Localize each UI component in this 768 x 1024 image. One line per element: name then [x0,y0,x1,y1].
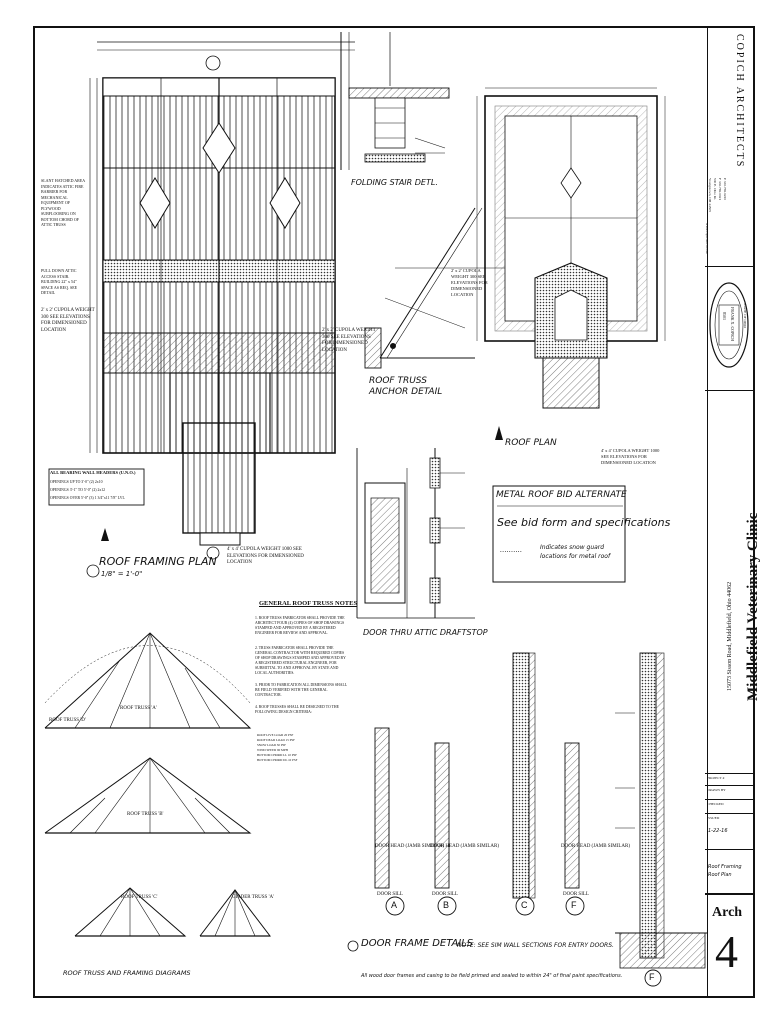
roof-truss-anchor-title: ROOF TRUSS ANCHOR DETAIL [369,376,443,397]
truss-note-2: 2. TRUSS FABRICATOR SHALL PROVIDE THE GE… [255,646,346,675]
issued-row: ISSUED 1-22-16 [705,813,753,849]
truss-diagrams-drawing [44,632,272,937]
truss-label-b: ROOF TRUSS 'B' [127,812,164,817]
firm-address-3: Youngstown, OH 44505 [708,178,712,212]
bearing-walls-line-1: OPENINGS UP TO 3'-0" (2) 2x10 [50,480,103,484]
truss-notes-heading: GENERAL ROOF TRUSS NOTES [259,600,358,607]
roof-plan-drawing [476,87,666,409]
cupola-note-small: 2' x 2' CUPOLA WEIGHT 300 SEE ELEVATIONS… [41,308,95,333]
sheet-title-line-2: Roof Plan [708,872,732,878]
drawing-sheet: ROOF FRAMING PLAN 1/8" = 1'-0" FOLDING S… [33,26,761,998]
truss-diagrams-title: ROOF TRUSS AND FRAMING DIAGRAMS [63,969,191,977]
door-detail-marker-c: C [521,900,528,910]
drawn-by-row: DRAWN BY [705,785,753,799]
drawn-by-label: DRAWN BY [707,788,726,792]
design-criteria-3: WIND SPEED 90 MPH [257,748,288,752]
door-detail-marker-f: F [571,900,577,910]
checked-row: CHECKED [705,799,753,813]
truss-note-3: 3. PRIOR TO FABRICATION ALL DIMENSIONS S… [255,683,348,697]
roof-plan-title: ROOF PLAN [505,438,557,448]
firm-block: COPICH ARCHITECTS P 330.769.0220 F 330.7… [705,28,753,260]
side-note-fire-barrier: SLANT HATCHED AREA INDICATES ATTIC FIRE … [41,178,85,227]
roof-truss-anchor-detail-drawing [364,207,505,369]
linework [44,32,707,987]
firm-address-4: www.copicharch.com [705,223,709,254]
north-arrow-1 [101,528,109,541]
design-criteria-5: BOTTOM CHORD DL 10 PSF [257,758,298,762]
design-criteria-2: SNOW LOAD 30 PSF [257,743,287,747]
metal-roof-dots: .......... [500,546,523,554]
architect-seal [709,282,749,368]
roof-framing-plan-drawing [48,41,355,560]
door-head-caption-b: DOOR HEAD (JAMB SIMILAR) [430,844,500,849]
door-sill-caption-a: DOOR SILL [377,892,403,897]
project-number-row: PROJECT # [705,773,753,785]
north-arrow-2 [495,426,503,440]
metal-roof-title: METAL ROOF BID ALTERNATE [496,490,627,500]
door-attic-draftstop-title: DOOR THRU ATTIC DRAFTSTOP [363,628,488,637]
seal-name: FRANK X. COPICH [730,307,735,342]
door-frame-details-title: DOOR FRAME DETAILS [361,938,474,949]
seal-state: STATE OF OHIO [743,303,747,329]
sheet-title-line-1: Roof Framing [708,864,742,870]
firm-address-0: P 330.769.0220 [723,178,727,200]
design-criteria-1: ROOF DEAD LOAD 15 PSF [257,738,295,742]
cupola-note-large: 4' x 4' CUPOLA WEIGHT 1000 SEE ELEVATION… [227,547,304,565]
design-criteria-0: ROOF LIVE LOAD 20 PSF [257,733,294,737]
truss-label-a: ROOF TRUSS 'A' [120,706,157,711]
door-head-caption-f: DOOR HEAD (JAMB SIMILAR) [561,844,631,849]
cupola-note-roofplan-2: 4' x 4' CUPOLA WEIGHT 1000 SEE ELEVATION… [601,448,660,465]
sheet-number-block: Arch 4 [705,893,753,996]
drawing-area: ROOF FRAMING PLAN 1/8" = 1'-0" FOLDING S… [35,28,708,996]
door-detail-marker-a: A [391,900,398,910]
door-frame-details-drawing [374,652,707,987]
project-number-label: PROJECT # [707,776,725,780]
sheet-prefix: Arch [712,905,743,920]
design-criteria-4: BOTTOM CHORD LL 10 PSF [257,753,298,757]
project-address: 15073 Sisson Road, Middlefield, Ohio 440… [727,581,733,691]
roof-framing-plan-title: ROOF FRAMING PLAN [99,555,217,568]
door-detail-marker-f2: F [649,972,655,982]
sheet-number: 4 [715,926,738,977]
sheet-title-row: Roof Framing Roof Plan [705,849,753,893]
truss-label-c: ROOF TRUSS 'C' [121,895,158,900]
bottom-note: All wood door frames and casing to be fi… [361,973,623,979]
issued-label: ISSUED [707,816,720,820]
truss-note-1: 1. ROOF TRUSS FABRICATOR SHALL PROVIDE T… [255,616,345,635]
truss-note-4: 4. ROOF TRUSSES SHALL BE DESIGNED TO THE… [255,705,339,714]
roof-framing-plan-scale: 1/8" = 1'-0" [101,570,143,578]
door-sill-caption-b: DOOR SILL [432,892,458,897]
folding-stair-title: FOLDING STAIR DETL. [351,178,438,187]
side-note-attic-stair: PULL DOWN ATTIC ACCESS STAIR. BUILDING 2… [41,268,78,295]
issued-date: 1-22-16 [708,828,728,834]
bearing-walls-title: ALL BEARING WALL HEADERS (U.N.O.) [50,470,136,475]
seal-number: 8501 [722,312,727,320]
door-frame-details-note: NOTE: SEE SIM WALL SECTIONS FOR ENTRY DO… [457,942,614,949]
metal-roof-legend: Indicates snow guard locations for metal… [540,544,611,560]
firm-address-2: 500 E. Ohio Rt. [713,178,717,201]
door-detail-marker-b: B [443,900,450,910]
bearing-walls-line-2: OPENINGS 3'-1" TO 5'-0" (2) 2x12 [50,488,106,492]
project-block: Middlefield Veterinary Clinic 15073 Siss… [705,390,761,770]
door-attic-draftstop-drawing [356,448,475,619]
cupola-note-roofplan: 2' x 2' CUPOLA WEIGHT 300 SEE ELEVATIONS… [451,268,488,297]
seal-block: FRANK X. COPICH 8501 STATE OF OHIO [705,266,753,386]
metal-roof-line1: See bid form and specifications [497,516,671,529]
truss-label-d: ROOF TRUSS 'D' [49,718,86,723]
folding-stair-detail-drawing [340,32,450,170]
firm-address-1: F 330.769.0021 [718,178,722,201]
metal-roof-box [492,485,626,583]
bearing-walls-line-3: OPENINGS OVER 5'-0" (3) 1 3/4"x11 7/8" L… [50,496,125,500]
project-name: Middlefield Veterinary Clinic [745,512,761,701]
cupola-note-small-2: 2' x 2' CUPOLA WEIGHT 300 SEE ELEVATIONS… [322,328,376,353]
girder-truss-label: GIRDER TRUSS 'A' [232,895,274,900]
door-head-caption-a: DOOR HEAD (JAMB SIMILAR) [375,844,445,849]
door-sill-caption-f: DOOR SILL [563,892,589,897]
firm-name: COPICH ARCHITECTS [734,34,745,169]
checked-label: CHECKED [707,802,724,806]
title-block: COPICH ARCHITECTS P 330.769.0220 F 330.7… [705,28,761,996]
